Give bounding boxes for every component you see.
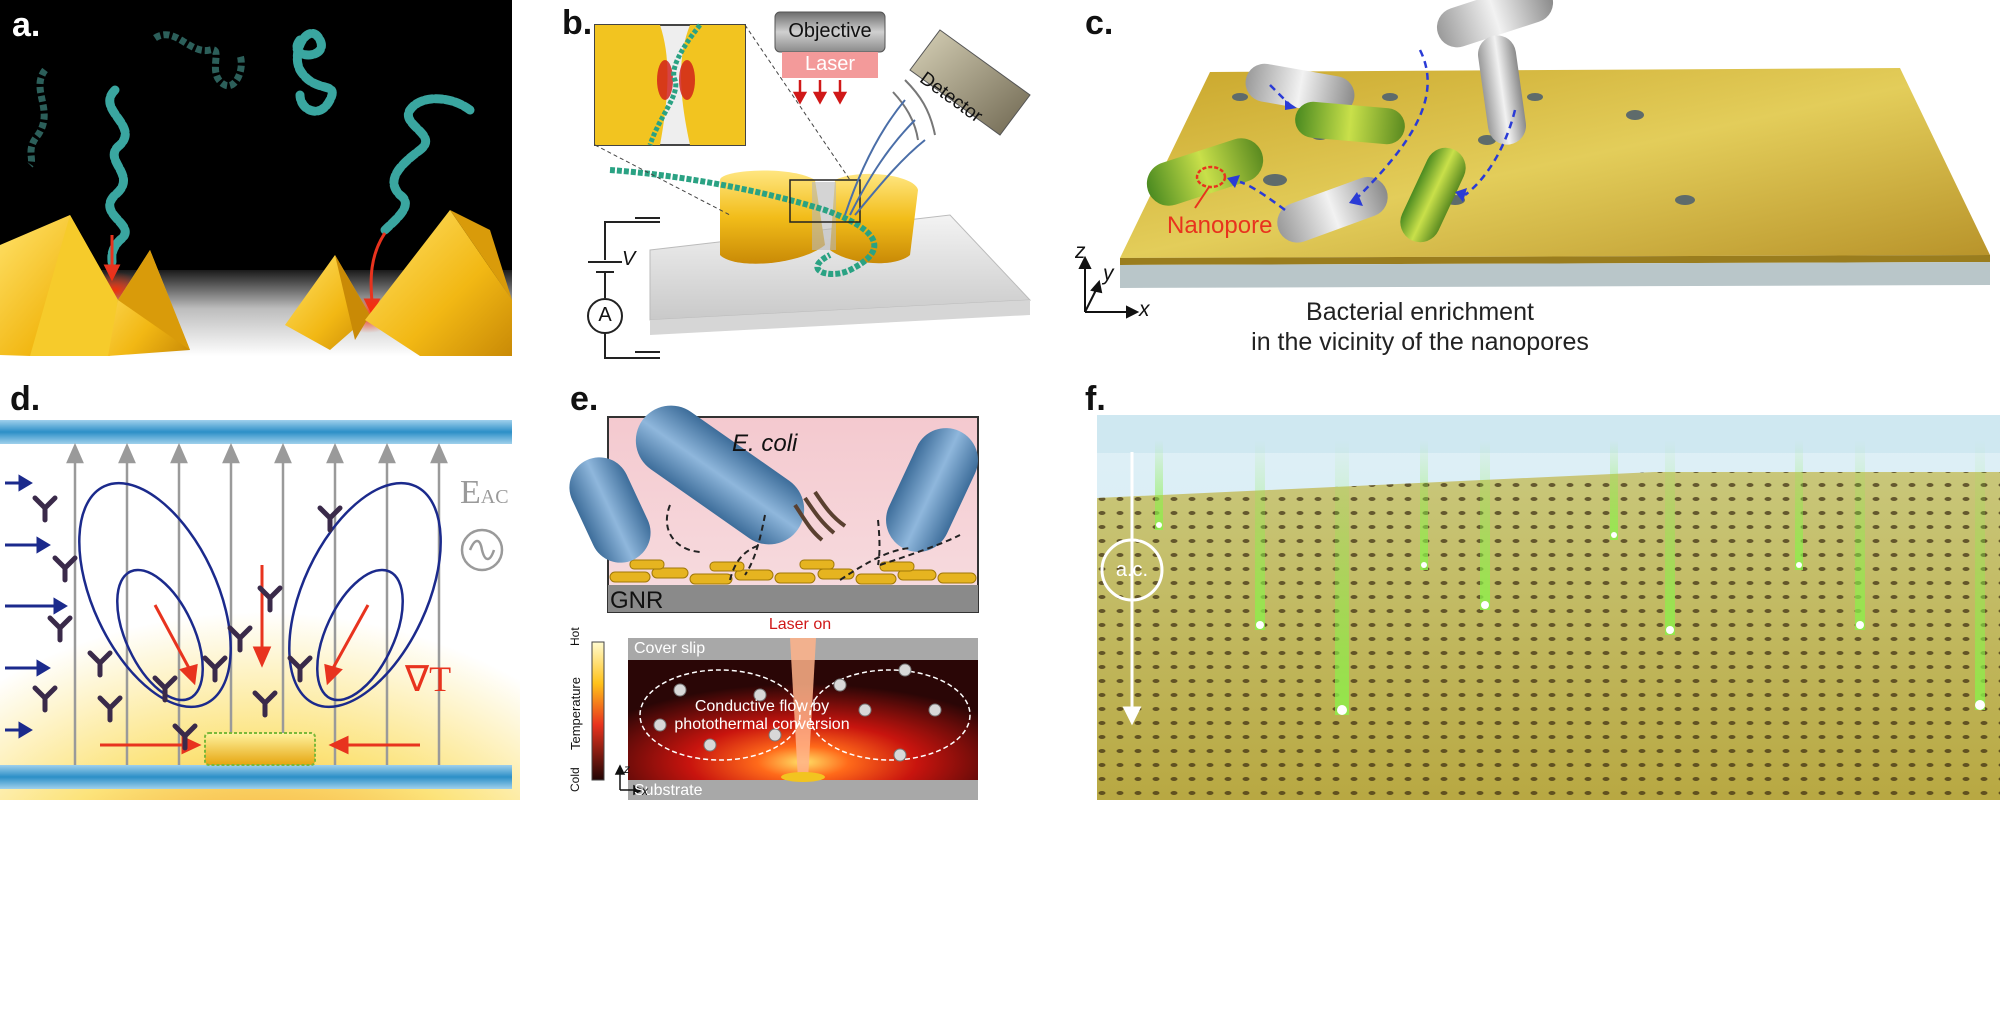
- caption-line-2: in the vicinity of the nanopores: [1251, 328, 1589, 356]
- axis-z-label: z: [1075, 240, 1086, 263]
- gold-nanopyramids: [0, 210, 512, 356]
- particles: [653, 663, 942, 762]
- dna-strand: [609, 167, 878, 278]
- axes-icon: [1078, 255, 1140, 319]
- panel-a-illustration: [0, 0, 512, 356]
- trapped-particles: [1156, 522, 1985, 715]
- dna-strand-top: [292, 29, 337, 116]
- objective-lens: [774, 11, 886, 105]
- panel-d: d. EAC ∇T: [0, 380, 520, 800]
- panel-a-label: a.: [12, 6, 41, 44]
- inflow-arrows: [5, 474, 68, 739]
- panel-b-label: b.: [562, 4, 593, 42]
- scale-cold-label: Cold: [568, 767, 582, 792]
- electrical-circuit: [587, 217, 660, 359]
- axis-x-label: x: [1139, 298, 1150, 321]
- panel-b: b. Objective Laser Detector V A: [560, 0, 1040, 370]
- gradient-label: ∇T: [405, 659, 452, 699]
- laser-beam: [790, 638, 816, 780]
- panel-e-illustration: [569, 405, 979, 800]
- flow-label-2: photothermal conversion: [674, 716, 850, 733]
- electrothermal-vortices: [78, 481, 442, 709]
- laser-label: Laser: [804, 53, 856, 75]
- panel-d-illustration: [0, 380, 520, 800]
- field-label-sub: AC: [480, 486, 509, 508]
- bacteria-gray: [1245, 0, 1554, 243]
- ac-field-lines: [66, 442, 448, 765]
- gold-bowtie: [720, 170, 918, 264]
- ammeter-label: A: [598, 304, 612, 326]
- panel-f: f. a.c.: [1075, 380, 2000, 800]
- panel-c-illustration: [1078, 0, 1990, 319]
- panel-b-illustration: [587, 11, 1032, 359]
- flow-arrows-top: [665, 504, 961, 581]
- gnr-label: GNR: [610, 587, 664, 614]
- axis-z-label-e: z: [624, 762, 630, 776]
- ecoli-cells: [569, 405, 978, 563]
- axis-x-label-e: x: [642, 784, 648, 798]
- voltage-label: V: [622, 248, 636, 270]
- sensor-electrode: [204, 732, 316, 766]
- zoom-inset: [594, 23, 861, 223]
- conductive-flow-loops: [639, 669, 971, 761]
- axis-y-label: y: [1103, 262, 1114, 285]
- cover-slip-label: Cover slip: [634, 640, 706, 657]
- ac-source-icon: [460, 528, 504, 572]
- nanopore-label: Nanopore: [1167, 212, 1273, 239]
- panel-a: a.: [0, 0, 512, 356]
- field-label-main: E: [460, 474, 481, 511]
- scale-hot-label: Hot: [568, 627, 582, 646]
- laser-on-label: Laser on: [768, 616, 832, 633]
- panel-f-label: f.: [1085, 380, 1106, 418]
- caption-line-1: Bacterial enrichment: [1306, 298, 1534, 326]
- ecoli-label: E. coli: [732, 430, 798, 457]
- field-label: EAC: [460, 474, 509, 512]
- trapping-beams: [1155, 440, 1985, 715]
- temperature-scale: [591, 641, 605, 781]
- panel-c: c. Nanopore Bacterial enrichment in the …: [1075, 0, 2000, 370]
- gold-nanorod-layer: [609, 559, 977, 585]
- dna-strand-right: [380, 94, 475, 235]
- panel-e-label: e.: [570, 380, 599, 418]
- panel-d-label: d.: [10, 380, 41, 418]
- detector: [844, 29, 1031, 216]
- panel-f-illustration: [1097, 415, 2000, 800]
- ac-field-indicator: [1100, 452, 1164, 726]
- panel-c-label: c.: [1085, 4, 1114, 42]
- gnr-cluster: [781, 772, 825, 782]
- panel-e: e. E. coli GNR Laser on Cover slip Subst…: [560, 380, 1040, 800]
- flow-label-1: Conductive flow by: [694, 698, 830, 715]
- bacteria-green: [1146, 101, 1466, 243]
- antibodies: [32, 495, 343, 751]
- objective-label: Objective: [788, 20, 872, 42]
- ac-label: a.c.: [1115, 559, 1149, 581]
- thermal-arrows: [100, 565, 420, 755]
- scale-temperature-label: Temperature: [568, 677, 583, 750]
- dna-strand-left: [105, 85, 130, 267]
- substrate-label: Substrate: [634, 782, 703, 799]
